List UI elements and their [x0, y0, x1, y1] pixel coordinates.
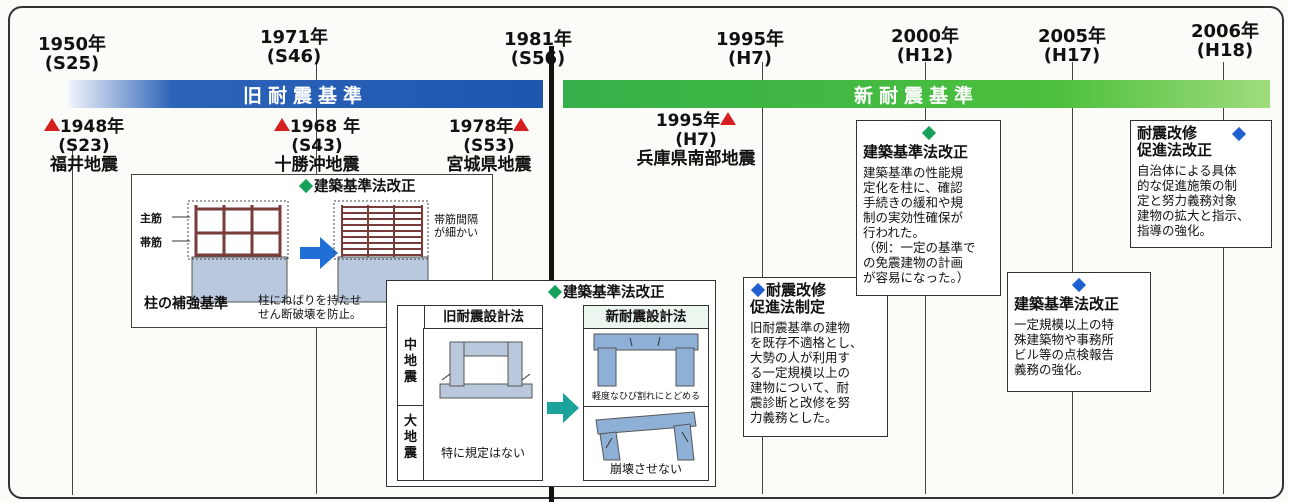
blue-diamond-icon	[750, 282, 766, 298]
green-diamond-icon	[547, 284, 563, 300]
column-illustration	[172, 200, 429, 303]
box-text: 一定規模以上の特 殊建築物や事務所 ビル等の点検報告 義務の強化。	[1014, 317, 1115, 377]
year-label: 1981年(S56)	[503, 29, 573, 69]
row-divider	[584, 406, 708, 407]
year-label: 2000年(H12)	[890, 26, 960, 66]
year-label: 1995年(H7)	[715, 29, 785, 69]
box-text: 自治体による具体 的な促進施策の制 定と努力義務対象 建物の拡大と指示、 指導の…	[1137, 163, 1250, 238]
year-label: 2006年(H18)	[1190, 21, 1260, 61]
earthquake-marker-icon	[273, 118, 290, 131]
new-design-table: 新耐震設計法 軽度なひび割れにとどめる 崩壊させない	[583, 305, 709, 481]
timeline-divider-1981	[549, 46, 554, 502]
timeline-line-2006	[1223, 62, 1224, 494]
new-standard-label: 新耐震基準	[853, 84, 979, 107]
box-title: 耐震改修 促進法改正	[1137, 124, 1213, 159]
timeline-line-1950	[72, 150, 73, 495]
year-label: 1971年(S46)	[259, 27, 329, 67]
large-quake-row-label: 大 地 震	[398, 406, 424, 480]
box-text: 旧耐震基準の建物 を既存不適格とし、 大勢の人が利用す る一定規模以上の 建物に…	[750, 320, 863, 425]
green-diamond-icon	[921, 125, 936, 141]
old-standard-label: 旧耐震基準	[242, 84, 368, 107]
box-title: 建築基準法改正	[1014, 295, 1120, 313]
box-1995-seismic-retrofit: 耐震改修 促進法制定 旧耐震基準の建物 を既存不適格とし、 大勢の人が利用す る…	[743, 277, 888, 437]
old-large-quake-text: 特に規定はない	[440, 446, 525, 460]
new-standard-band: 新耐震基準	[563, 80, 1270, 108]
hoop-spacing-note: 帯筋間隔 が細かい	[434, 213, 478, 239]
main-rebar-label: 主筋	[140, 212, 162, 225]
new-moderate-quake-note: 軽度なひび割れにとどめる	[591, 392, 700, 402]
new-frame-large-illustration	[595, 411, 697, 461]
earthquake-miyagi: 1978年 (S53) 宮城県地震	[446, 117, 532, 175]
moderate-quake-row-label: 中 地 震	[398, 328, 424, 406]
earthquake-marker-icon	[513, 118, 530, 131]
earthquake-marker-icon	[720, 112, 737, 125]
box-title: 建築基準法改正	[863, 143, 969, 161]
old-standard-band: 旧耐震基準	[68, 80, 543, 108]
box-title: 建築基準法改正	[298, 178, 416, 196]
earthquake-hyogo: 1995年 (H7) 兵庫県南部地震	[636, 111, 756, 169]
box-2006-seismic-retrofit: 耐震改修 促進法改正 自治体による具体 的な促進施策の制 定と努力義務対象 建物…	[1130, 120, 1272, 248]
column-caption-text: 柱にねばりを持たせ せん断破壊を防止。	[258, 293, 362, 321]
arrow-icon	[547, 393, 579, 423]
new-large-quake-note: 崩壊させない	[609, 462, 682, 476]
blue-diamond-icon	[1071, 277, 1087, 293]
old-design-table: 旧耐震設計法 中 地 震 大 地 震 特に規定はない	[397, 305, 543, 481]
box-2005-building-law: 建築基準法改正 一定規模以上の特 殊建築物や事務所 ビル等の点検報告 義務の強化…	[1007, 272, 1151, 392]
new-frame-moderate-illustration	[593, 333, 699, 387]
box-title: 建築基準法改正	[547, 284, 665, 302]
box-2000-building-law: 建築基準法改正 建築基準の性能規 定化を柱に、確認 手続きの緩和や規 制の実効性…	[856, 120, 1001, 296]
outer-frame	[8, 6, 1284, 499]
design-method-box: 建築基準法改正 旧耐震設計法 中 地 震 大 地 震 特に規定はない 新耐震設計…	[386, 280, 716, 487]
box-text: 建築基準の性能規 定化を柱に、確認 手続きの緩和や規 制の実効性確保が 行われた…	[863, 165, 976, 285]
old-frame-illustration	[439, 341, 533, 399]
earthquake-fukui: 1948年 (S23) 福井地震	[34, 118, 134, 175]
box-title: 耐震改修 促進法制定	[750, 281, 827, 316]
earthquake-marker-icon	[43, 118, 60, 131]
year-label: 1950年(S25)	[37, 34, 107, 74]
earthquake-tokachi: 1968 年 (S43) 十勝沖地震	[273, 117, 361, 175]
hoop-rebar-label: 帯筋	[140, 236, 162, 249]
year-label: 2005年(H17)	[1037, 26, 1107, 66]
column-caption-title: 柱の補強基準	[144, 296, 228, 312]
old-design-header: 旧耐震設計法	[424, 306, 542, 329]
green-diamond-icon	[298, 178, 314, 194]
new-design-header: 新耐震設計法	[584, 306, 708, 329]
